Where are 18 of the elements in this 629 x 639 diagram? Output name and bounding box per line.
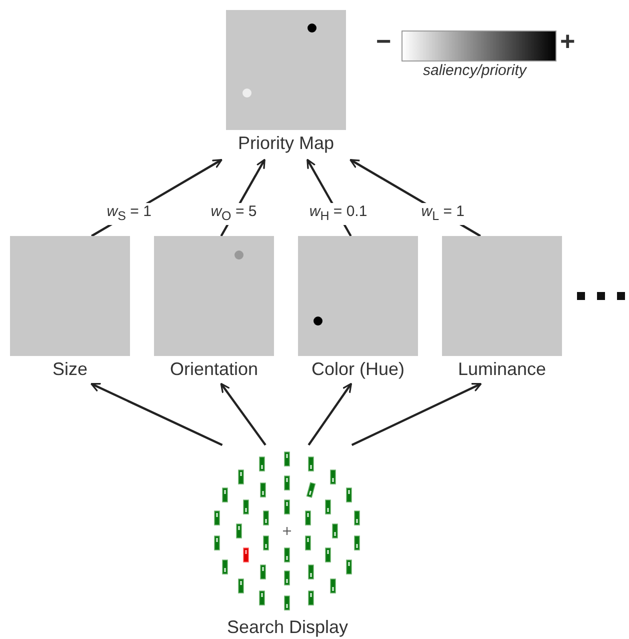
node-caption: Color (Hue) bbox=[311, 359, 405, 380]
node-caption: Size bbox=[52, 359, 88, 380]
edge-label: w$_{O}$ = 5 bbox=[208, 203, 259, 225]
scale-sign: − bbox=[376, 28, 392, 54]
arrow bbox=[308, 382, 352, 446]
arrow bbox=[220, 382, 266, 446]
edge-label: w$_{H}$ = 0.1 bbox=[307, 203, 370, 225]
edge-label: w$_{S}$ = 1 bbox=[104, 203, 154, 225]
feature-map bbox=[298, 236, 418, 382]
node-caption: Orientation bbox=[170, 359, 258, 380]
edge-label: w$_{L}$ = 1 bbox=[419, 203, 466, 225]
node-caption: Luminance bbox=[458, 359, 546, 380]
arrow bbox=[351, 383, 482, 446]
node-caption: Search Display bbox=[226, 617, 348, 638]
node-caption: Priority Map bbox=[238, 133, 334, 154]
scale-label: saliency/priority bbox=[423, 63, 526, 78]
arrow bbox=[90, 382, 223, 446]
scale-sign: + bbox=[560, 28, 576, 54]
